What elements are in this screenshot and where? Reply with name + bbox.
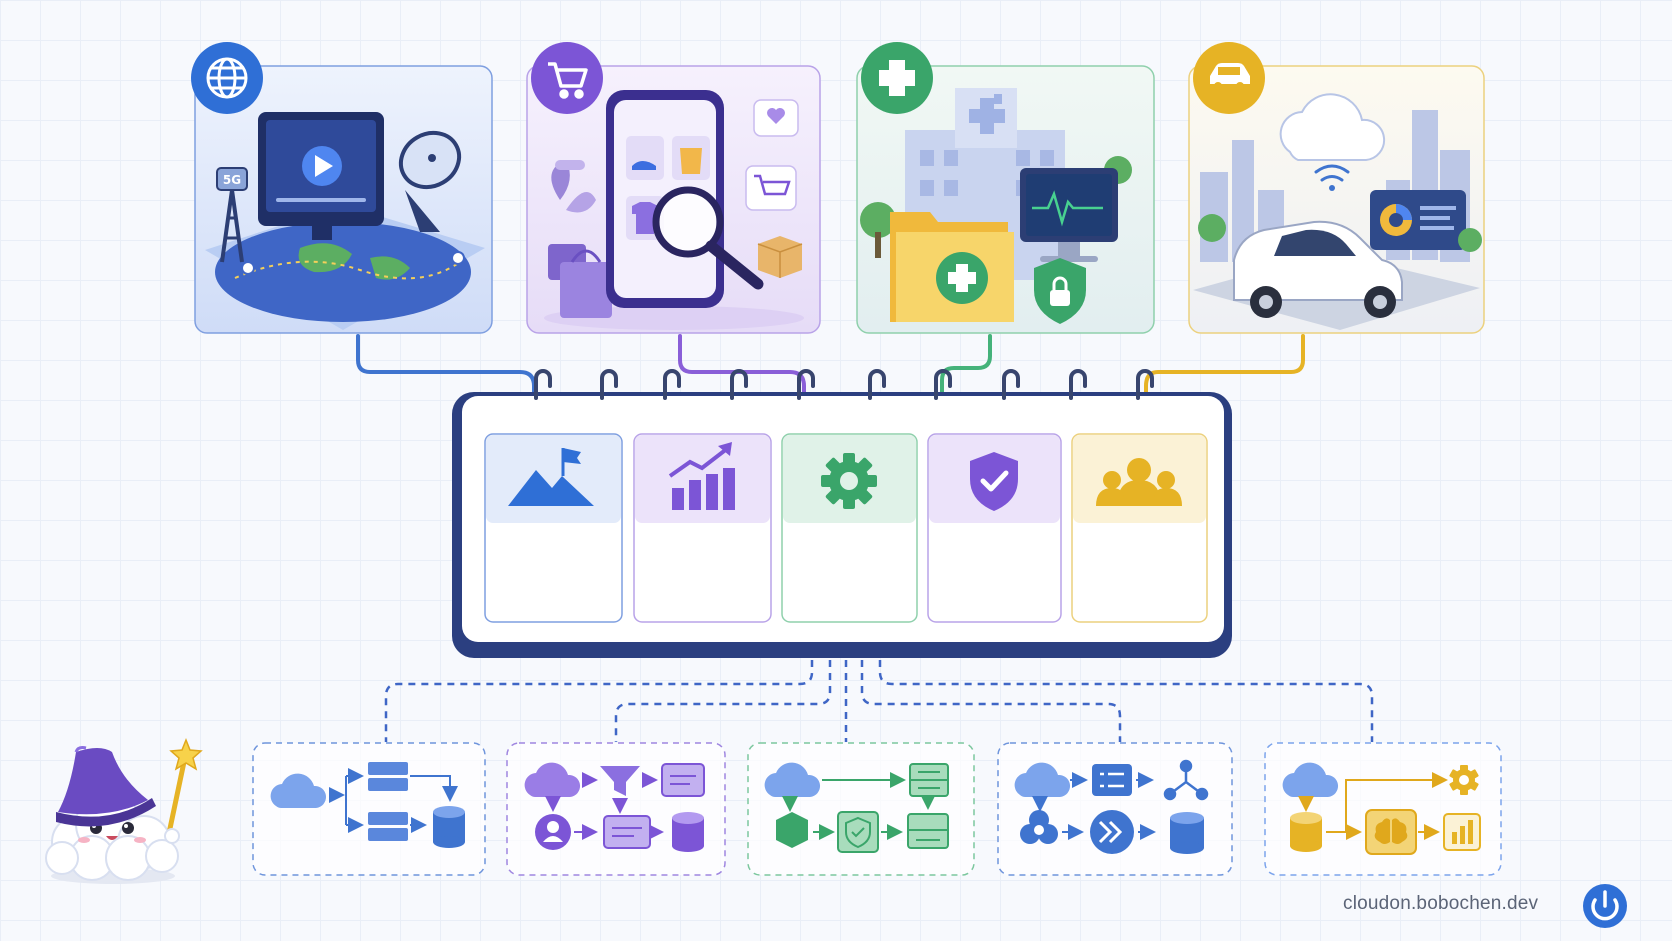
calendar-panel-growth (633, 433, 772, 623)
architecture-diagram-4 (997, 742, 1233, 876)
calendar-panel-security (927, 433, 1062, 623)
cloud-icon (1282, 762, 1339, 798)
badge-medical (861, 42, 933, 114)
queue-icon (603, 815, 651, 849)
shield-check-icon (970, 452, 1018, 511)
cloud-icon (1014, 762, 1071, 798)
architecture-diagram-5 (1264, 742, 1502, 876)
architecture-diagram-3 (747, 742, 975, 876)
svg-text:5G: 5G (223, 173, 241, 187)
cloud-icon (270, 773, 327, 809)
gear-icon (821, 453, 877, 509)
growth-chart-icon (668, 442, 735, 510)
funnel-icon (600, 766, 640, 796)
database-icon (672, 812, 704, 852)
team-icon (1096, 458, 1182, 506)
database-icon (1170, 812, 1204, 854)
architecture-diagram-2 (506, 742, 726, 876)
gear-icon (1449, 765, 1479, 795)
database-icon (1290, 812, 1322, 852)
top-card-healthcare (856, 65, 1155, 334)
calendar-panel-vision (484, 433, 623, 623)
wizard-cloud-mascot (45, 737, 203, 884)
database-icon (433, 806, 465, 848)
shield-icon (837, 811, 879, 853)
list-icon (1092, 764, 1132, 796)
brain-icon (1365, 809, 1417, 855)
top-card-ecommerce (526, 65, 821, 334)
stream-icon (1090, 810, 1134, 854)
server-icon (368, 762, 408, 841)
dashed-connectors (384, 660, 1374, 742)
car-icon (1210, 63, 1250, 90)
user-icon (535, 814, 571, 850)
document-icon (661, 763, 705, 797)
badge-cart (531, 42, 603, 114)
binder-rings (534, 369, 1154, 400)
cluster-icon (1020, 810, 1058, 844)
power-logo-icon[interactable] (1583, 884, 1627, 928)
architecture-diagram-1 (252, 742, 486, 876)
globe-icon (206, 57, 248, 99)
cloud-icon (764, 762, 821, 798)
bar-chart-icon (1443, 813, 1481, 851)
badge-globe (191, 42, 263, 114)
connector-green (940, 334, 992, 400)
calendar-panel-operations (781, 433, 918, 623)
cart-icon (548, 62, 588, 99)
connector-yellow (1144, 334, 1305, 400)
mountain-flag-icon (508, 448, 594, 506)
medical-cross-icon (879, 60, 915, 96)
badge-car (1193, 42, 1265, 114)
connector-blue (356, 334, 536, 400)
site-url-text[interactable]: cloudon.bobochen.dev (1343, 893, 1539, 914)
cube-icon (776, 812, 808, 848)
cloud-icon (524, 762, 581, 798)
network-icon (1163, 759, 1209, 801)
calendar-panel-team (1071, 433, 1208, 623)
top-card-media: 5G (194, 65, 493, 334)
connector-lines (356, 334, 1305, 400)
top-card-connected-car (1188, 65, 1485, 334)
connector-purple (678, 334, 806, 400)
